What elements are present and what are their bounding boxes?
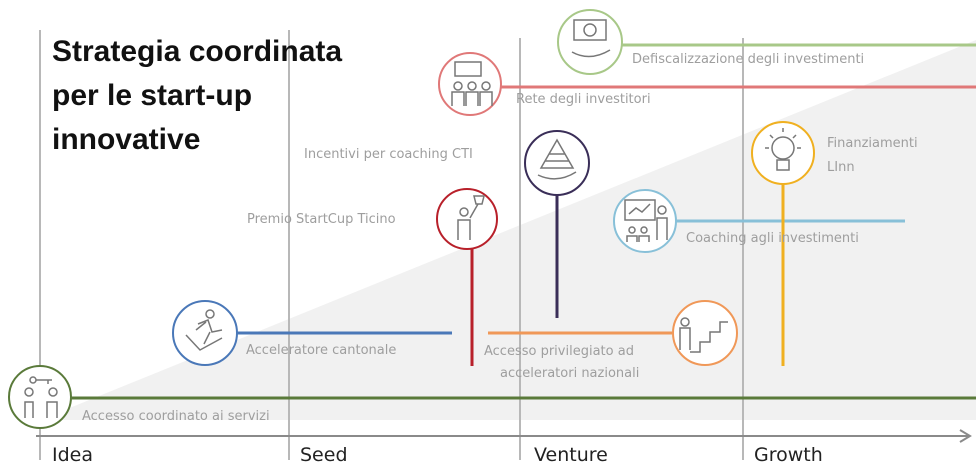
label-coaching: Coaching agli investimenti: [686, 231, 859, 246]
phase-idea: Idea: [52, 444, 93, 466]
phase-growth: Growth: [754, 444, 823, 466]
stairs-person-icon: [672, 300, 738, 366]
axis-arrow: [959, 429, 972, 443]
label-defiscalizzazione: Defiscalizzazione degli investimenti: [632, 52, 865, 67]
title-line-3: innovative: [52, 123, 201, 156]
trophy-person-icon: [436, 188, 498, 250]
phase-venture: Venture: [534, 444, 608, 466]
label-accesso-privilegiato-1: Accesso privilegiato ad: [484, 344, 634, 359]
money-hand-icon: [557, 9, 623, 75]
presentation-icon: [613, 189, 677, 253]
title-line-2: per le start-up: [52, 79, 253, 112]
label-finanziamenti-2: LInn: [827, 160, 855, 175]
phase-seed: Seed: [300, 444, 348, 466]
people-key-icon: [8, 365, 72, 429]
label-incentivi: Incentivi per coaching CTI: [304, 147, 473, 162]
label-accesso-privilegiato-2: acceleratori nazionali: [500, 366, 640, 381]
label-rete: Rete degli investitori: [516, 92, 651, 107]
diagram-title: Strategia coordinata per le start-up inn…: [52, 30, 342, 162]
label-accesso-coordinato: Accesso coordinato ai servizi: [82, 409, 270, 424]
lightbulb-icon: [751, 121, 815, 185]
label-acceleratore: Acceleratore cantonale: [246, 343, 397, 358]
label-finanziamenti-1: Finanziamenti: [827, 136, 918, 151]
label-premio: Premio StartCup Ticino: [247, 212, 396, 227]
runner-arrow-icon: [172, 300, 238, 366]
pyramid-hand-icon: [524, 130, 590, 196]
investors-money-icon: [438, 52, 502, 116]
title-line-1: Strategia coordinata: [52, 35, 343, 68]
